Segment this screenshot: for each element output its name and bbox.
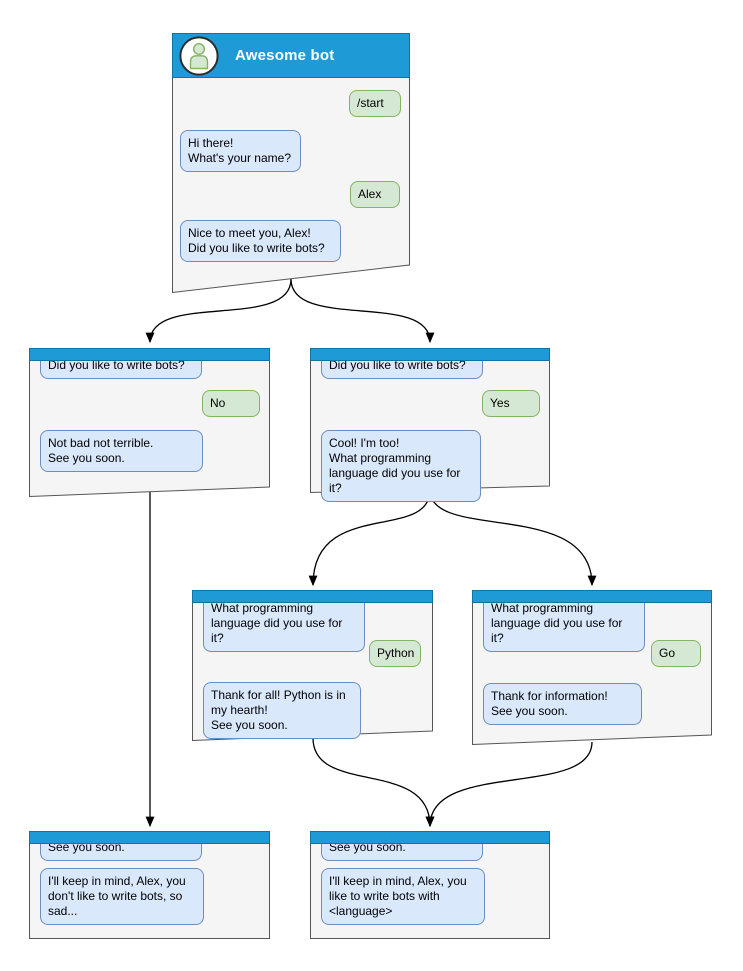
user-message-bubble: Yes xyxy=(482,390,540,417)
window-header xyxy=(29,831,270,844)
bot-message-bubble: Nice to meet you, Alex! Did you like to … xyxy=(180,220,341,262)
window-header: Awesome bot xyxy=(172,33,410,78)
bot-avatar-icon xyxy=(179,35,219,76)
chat-window-yes: Did you like to write bots? Yes Cool! I'… xyxy=(310,348,550,502)
chat-window-end-yes: See you soon. I'll keep in mind, Alex, y… xyxy=(310,831,550,939)
window-header xyxy=(472,590,712,603)
user-message-bubble: Alex xyxy=(350,181,400,208)
chat-window-go: What programming language did you use fo… xyxy=(472,590,712,745)
user-message-bubble: Python xyxy=(369,640,421,667)
user-message-bubble: Go xyxy=(651,640,701,667)
window-title: Awesome bot xyxy=(235,47,335,64)
user-message-bubble: No xyxy=(202,390,260,417)
bot-message-bubble: Thank for all! Python is in my hearth! S… xyxy=(203,682,361,739)
bot-message-bubble: Not bad not terrible. See you soon. xyxy=(40,430,203,472)
bot-message-bubble: I'll keep in mind, Alex, you don't like … xyxy=(40,868,204,925)
bot-message-bubble: Cool! I'm too! What programming language… xyxy=(321,430,481,502)
user-message-bubble: /start xyxy=(349,90,401,117)
chat-window-start: Awesome bot /start Hi there! What's your… xyxy=(172,33,410,293)
bot-message-bubble: Hi there! What's your name? xyxy=(180,130,301,172)
chat-window-python: What programming language did you use fo… xyxy=(192,590,433,741)
edge-yes-to-go xyxy=(429,489,597,587)
chat-window-end-no: See you soon. I'll keep in mind, Alex, y… xyxy=(29,831,270,939)
window-header xyxy=(310,348,550,361)
bot-message-bubble: I'll keep in mind, Alex, you like to wri… xyxy=(321,868,485,925)
edge-python-to-end xyxy=(312,737,435,828)
window-header xyxy=(192,590,433,603)
edge-yes-to-python xyxy=(308,489,431,587)
edge-go-to-end xyxy=(425,741,593,828)
bot-message-bubble: What programming language did you use fo… xyxy=(203,595,365,652)
window-header xyxy=(29,348,270,361)
bot-message-bubble: What programming language did you use fo… xyxy=(483,595,645,652)
window-header xyxy=(310,831,550,844)
bot-message-bubble: Thank for information! See you soon. xyxy=(483,683,642,725)
chat-window-no: Did you like to write bots? No Not bad n… xyxy=(29,348,270,497)
